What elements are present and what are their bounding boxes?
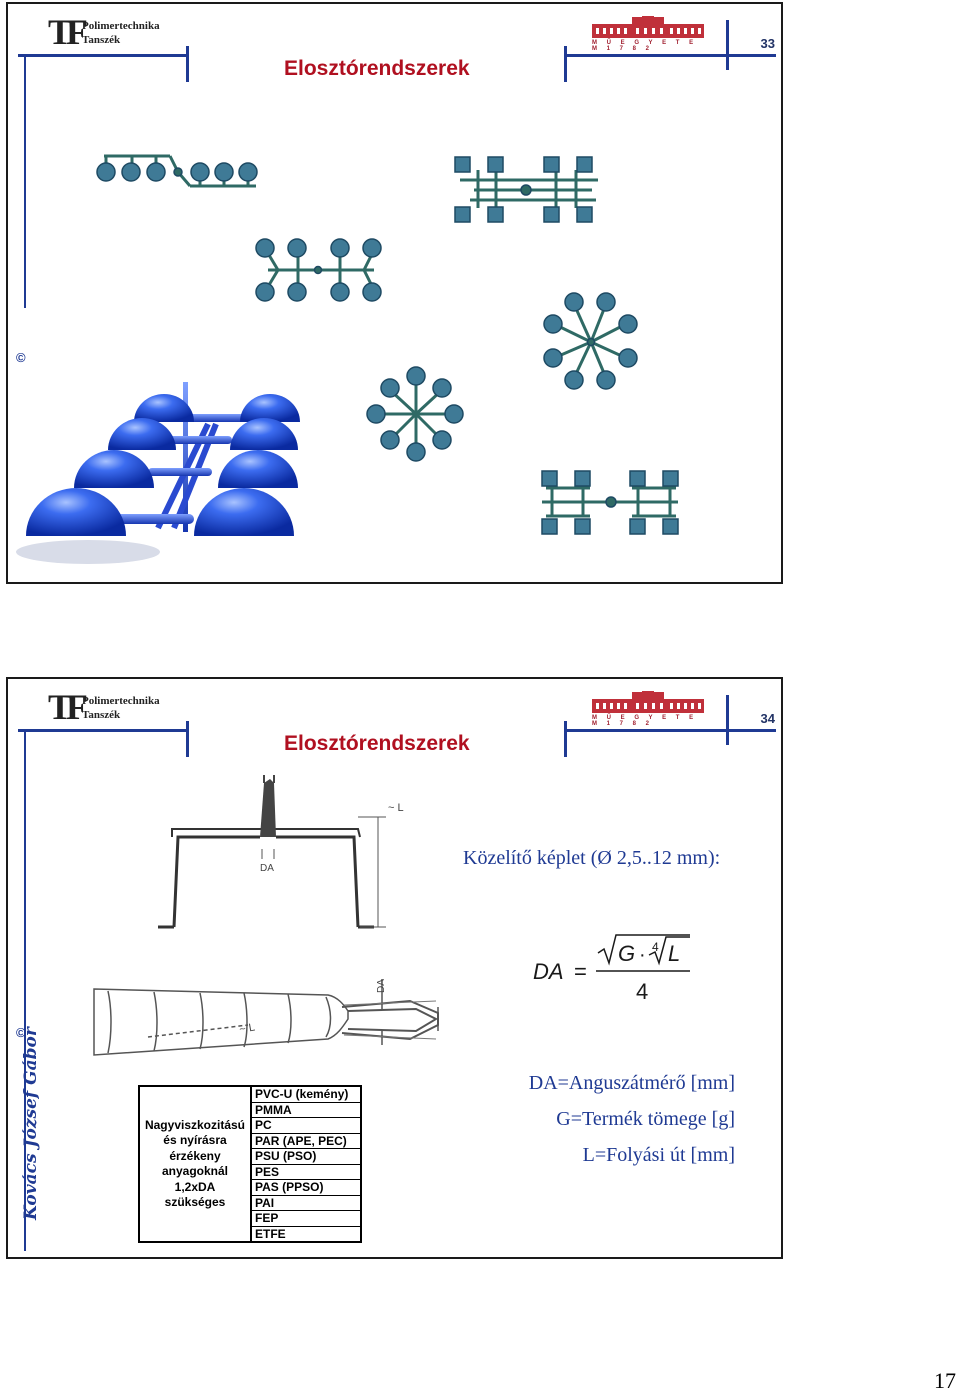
university-building-icon bbox=[592, 14, 704, 38]
label-l-bottom: ~ L bbox=[238, 1021, 255, 1036]
definition-da: DA=Anguszátmérő [mm] bbox=[528, 1072, 735, 1094]
university-building-icon bbox=[592, 689, 704, 713]
materials-note-line: szükséges bbox=[164, 1195, 226, 1209]
material-item: PAR (APE, PEC) bbox=[251, 1133, 361, 1149]
material-item: FEP bbox=[251, 1210, 361, 1227]
header-tick-right-1 bbox=[564, 46, 567, 82]
header-tick-right-2 bbox=[726, 695, 729, 745]
material-item: PVC-U (kemény) bbox=[251, 1086, 361, 1103]
page-number: 17 bbox=[934, 1368, 956, 1393]
slide-33: TF Polimertechnika Tanszék M Ű E G Y E T… bbox=[6, 2, 783, 584]
material-item: PSU (PSO) bbox=[251, 1148, 361, 1165]
label-da-top: DA bbox=[260, 863, 274, 874]
formula-caption: Közelítő képlet (Ø 2,5..12 mm): bbox=[463, 847, 721, 869]
flow-path-drawing bbox=[93, 979, 439, 1056]
side-rule bbox=[24, 56, 26, 308]
slide-number: 33 bbox=[760, 36, 775, 51]
sprue-drawings: ~ L DA ~ L DA DA = G · bbox=[93, 775, 690, 1056]
bme-logo: M Ű E G Y E T E M 1 7 8 2 bbox=[588, 14, 708, 52]
formula-root-index: 4 bbox=[652, 940, 659, 954]
side-rule bbox=[24, 731, 26, 1251]
formula-g: G bbox=[618, 941, 635, 966]
material-item: PAI bbox=[251, 1195, 361, 1211]
slide-34: TF Polimertechnika Tanszék M Ű E G Y E T… bbox=[6, 677, 783, 1259]
header-rule-right bbox=[564, 729, 776, 732]
logo-line1: Polimertechnika bbox=[82, 695, 160, 707]
logo-line2: Tanszék bbox=[82, 34, 121, 46]
materials-note-line: és nyírásra bbox=[163, 1133, 227, 1147]
cup-part-drawing bbox=[158, 828, 374, 929]
formula-dot: · bbox=[639, 944, 646, 966]
polimertechnika-logo: TF Polimertechnika Tanszék bbox=[48, 687, 198, 731]
materials-note-line: érzékeny bbox=[169, 1148, 221, 1163]
label-da-bottom: DA bbox=[376, 979, 387, 993]
material-item: PC bbox=[251, 1117, 361, 1134]
sprue-drawing bbox=[260, 775, 276, 837]
header-tick-right-2 bbox=[726, 20, 729, 70]
logo-letters: TF bbox=[48, 687, 88, 727]
definitions: DA=Anguszátmérő [mm] G=Termék tömege [g]… bbox=[529, 1065, 735, 1173]
slide-title: Elosztórendszerek bbox=[284, 57, 470, 80]
materials-table: Nagyviszkozitású és nyírásra érzékeny an… bbox=[138, 1085, 362, 1243]
header-rule-left bbox=[18, 729, 188, 732]
slide-number: 34 bbox=[760, 711, 775, 726]
sprue-diameter-formula: DA = G · 4 L 4 bbox=[533, 934, 690, 1004]
bme-logo: M Ű E G Y E T E M 1 7 8 2 bbox=[588, 689, 708, 727]
material-item: PES bbox=[251, 1164, 361, 1180]
materials-note: Nagyviszkozitású és nyírásra érzékeny an… bbox=[139, 1086, 252, 1242]
logo-line2: Tanszék bbox=[82, 709, 121, 721]
material-item: PMMA bbox=[251, 1102, 361, 1118]
copyright-mark: © bbox=[16, 1025, 26, 1040]
formula-lhs: DA bbox=[533, 959, 564, 984]
copyright-mark: © bbox=[16, 350, 26, 365]
formula-l: L bbox=[668, 941, 680, 966]
university-text: M Ű E G Y E T E M 1 7 8 2 bbox=[592, 40, 698, 52]
header-tick-right-1 bbox=[564, 721, 567, 757]
header-tick-left bbox=[186, 46, 189, 82]
materials-note-line: anyagoknál bbox=[161, 1164, 229, 1178]
header-rule-left bbox=[18, 54, 188, 57]
header-tick-left bbox=[186, 721, 189, 757]
university-text: M Ű E G Y E T E M 1 7 8 2 bbox=[592, 715, 698, 727]
definition-g: G=Termék tömege [g] bbox=[556, 1108, 735, 1130]
materials-note-line: Nagyviszkozitású bbox=[144, 1117, 246, 1132]
definition-l: L=Folyási út [mm] bbox=[582, 1144, 735, 1166]
materials-note-line: 1,2xDA bbox=[174, 1179, 216, 1194]
formula-denominator: 4 bbox=[636, 979, 648, 1004]
hemisphere-mold-3d bbox=[16, 382, 300, 564]
material-item: ETFE bbox=[255, 1226, 286, 1241]
header-rule-right bbox=[564, 54, 776, 57]
polimertechnika-logo: TF Polimertechnika Tanszék bbox=[48, 12, 198, 56]
material-item: PAS (PPSO) bbox=[251, 1179, 361, 1196]
logo-line1: Polimertechnika bbox=[82, 20, 160, 32]
runner-layout-diagrams bbox=[16, 154, 679, 564]
logo-letters: TF bbox=[48, 12, 88, 52]
formula-equals: = bbox=[574, 959, 587, 984]
label-l-top: ~ L bbox=[388, 802, 404, 814]
slide-title: Elosztórendszerek bbox=[284, 732, 470, 755]
